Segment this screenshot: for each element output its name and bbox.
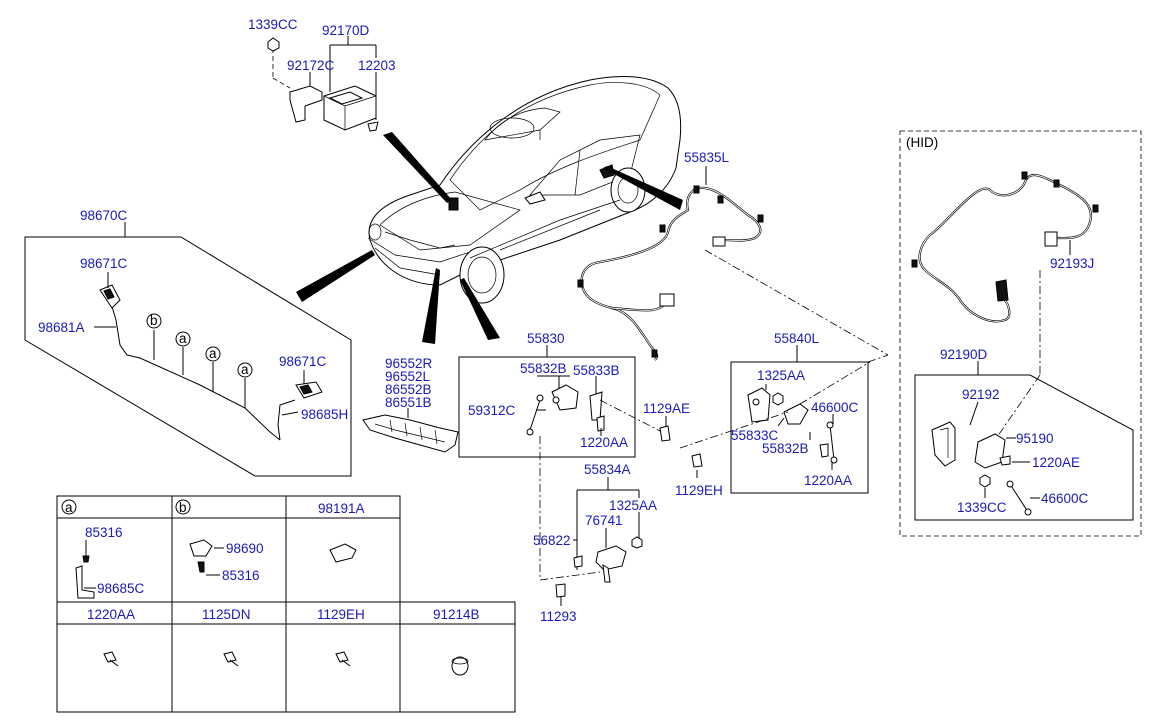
label-85316: 85316: [85, 525, 123, 540]
label-76741: 76741: [585, 513, 623, 528]
label-55832B: 55832B: [762, 441, 809, 456]
label-55833C: 55833C: [731, 428, 779, 443]
callout-a: a: [179, 331, 187, 346]
label-86551B: 86551B: [385, 395, 432, 410]
label-98670C: 98670C: [80, 208, 128, 223]
table-cell-a: a: [65, 500, 73, 515]
label-1339CC: 1339CC: [957, 500, 1007, 515]
label-98685C: 98685C: [97, 581, 145, 596]
label-1129EH: 1129EH: [675, 483, 723, 498]
vehicle-illustration: [367, 75, 682, 304]
table-header-1220AA: 1220AA: [87, 607, 135, 622]
label-86552B: 86552B: [385, 382, 432, 397]
level-sensor-assembly: [458, 345, 671, 580]
table-cell-b: b: [179, 500, 187, 515]
label-85316: 85316: [222, 568, 260, 583]
label-55833B: 55833B: [573, 363, 620, 378]
label-46600C: 46600C: [1041, 491, 1089, 506]
parts-table: [56, 495, 516, 713]
pointer-wedges: [296, 132, 683, 344]
label-46600C: 46600C: [811, 400, 859, 415]
label-95190: 95190: [1016, 431, 1054, 446]
label-98690: 98690: [226, 541, 264, 556]
table-header-98191A: 98191A: [318, 501, 365, 516]
rear-sensor-assembly-55840L: [679, 345, 889, 494]
label-1325AA: 1325AA: [757, 368, 805, 383]
table-header-1129EH: 1129EH: [317, 607, 365, 622]
label-96552L: 96552L: [385, 369, 431, 384]
label-92193J: 92193J: [1050, 256, 1094, 271]
label-55830: 55830: [527, 331, 565, 346]
table-labels: a b 98191A 85316 98685C 98690 85316 1220…: [65, 500, 480, 622]
label-1325AA: 1325AA: [609, 498, 657, 513]
label-55840L: 55840L: [774, 331, 820, 346]
label-98681A: 98681A: [38, 320, 85, 335]
label-96552R: 96552R: [385, 356, 433, 371]
part-labels: 1339CC 92170D 92172C 12203 98670C 98671C…: [38, 17, 1094, 624]
label-1339CC: 1339CC: [248, 17, 298, 32]
label-1129AE: 1129AE: [643, 401, 690, 416]
bumper-garnish: [362, 408, 459, 453]
washer-hose-panel: [24, 222, 352, 477]
wiring-harness-55835L: [577, 166, 889, 361]
callout-a: a: [209, 346, 217, 361]
label-92172C: 92172C: [287, 58, 335, 73]
label-55832B: 55832B: [520, 361, 567, 376]
callout-b: b: [150, 313, 158, 328]
table-header-91214B: 91214B: [433, 607, 480, 622]
label-1220AA: 1220AA: [804, 473, 852, 488]
sensor-bracket-55834A: [539, 477, 643, 606]
label-55834A: 55834A: [584, 462, 631, 477]
label-98685H: 98685H: [301, 407, 348, 422]
label-1220AA: 1220AA: [580, 435, 628, 450]
label-98671C: 98671C: [279, 354, 327, 369]
label-55835L: 55835L: [684, 150, 730, 165]
label-92170D: 92170D: [322, 23, 370, 38]
label-98671C: 98671C: [80, 256, 128, 271]
table-header-1125DN: 1125DN: [202, 607, 251, 622]
label-11293: 11293: [540, 609, 577, 624]
hid-section: [899, 130, 1142, 537]
control-module-assembly: [267, 36, 379, 132]
label-12203: 12203: [358, 58, 396, 73]
label-92190D: 92190D: [940, 347, 988, 362]
label-hid: (HID): [906, 135, 938, 150]
label-59312C: 59312C: [468, 403, 516, 418]
label-56822: 56822: [533, 533, 571, 548]
label-1220AE: 1220AE: [1032, 455, 1080, 470]
callout-a: a: [241, 362, 249, 377]
label-92192: 92192: [962, 387, 1000, 402]
